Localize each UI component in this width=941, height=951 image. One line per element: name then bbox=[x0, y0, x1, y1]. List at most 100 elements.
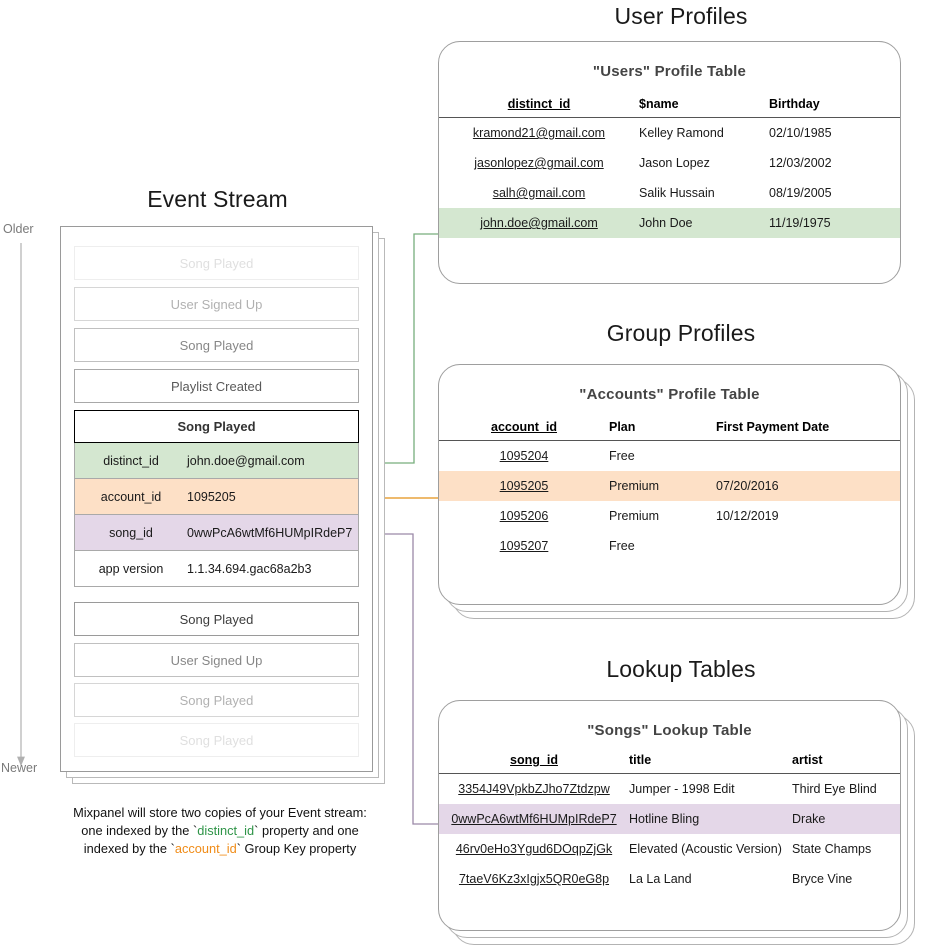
event-property-song-id[interactable]: song_id 0wwPcA6wtMf6HUMpIRdeP7 bbox=[74, 515, 359, 551]
event-property-value: john.doe@gmail.com bbox=[187, 453, 305, 468]
event-item[interactable]: User Signed Up bbox=[74, 287, 359, 321]
event-item[interactable]: User Signed Up bbox=[74, 643, 359, 677]
cell-birthday: 12/03/2002 bbox=[769, 156, 832, 170]
cell-title: Hotline Bling bbox=[629, 804, 792, 834]
event-item[interactable]: Song Played bbox=[74, 246, 359, 280]
event-item[interactable]: Song Played bbox=[74, 602, 359, 636]
cell-song-id: 3354J49VpkbZJho7Ztdzpw bbox=[458, 782, 610, 796]
cell-birthday: 11/19/1975 bbox=[769, 208, 900, 238]
cell-plan: Premium bbox=[609, 471, 716, 501]
cell-distinct-id: salh@gmail.com bbox=[492, 186, 586, 200]
table-row[interactable]: 7taeV6Kz3xIgjx5QR0eG8p La La Land Bryce … bbox=[439, 864, 900, 894]
column-header-plan: Plan bbox=[609, 420, 716, 441]
event-stream-panel: Song Played User Signed Up Song Played P… bbox=[60, 226, 385, 784]
cell-birthday: 08/19/2005 bbox=[769, 186, 832, 200]
cell-name: Kelley Ramond bbox=[639, 126, 724, 140]
accounts-table-title: "Accounts" Profile Table bbox=[579, 386, 760, 403]
caption-line-3: indexed by the `account_id` Group Key pr… bbox=[30, 840, 410, 858]
axis-label-newer: Newer bbox=[1, 761, 38, 775]
table-row[interactable]: 3354J49VpkbZJho7Ztdzpw Jumper - 1998 Edi… bbox=[439, 774, 900, 805]
axis-label-older: Older bbox=[3, 222, 34, 236]
cell-artist: Bryce Vine bbox=[792, 872, 853, 886]
event-item[interactable]: Song Played bbox=[74, 723, 359, 757]
cell-artist: Third Eye Blind bbox=[792, 782, 877, 796]
table-row-highlighted[interactable]: 1095205 Premium 07/20/2016 bbox=[439, 471, 900, 501]
cell-first-payment-date: 07/20/2016 bbox=[716, 471, 900, 501]
cell-name: Jason Lopez bbox=[639, 156, 710, 170]
cell-account-id: 1095206 bbox=[499, 509, 549, 523]
table-row[interactable]: 46rv0eHo3Ygud6DOqpZjGk Elevated (Acousti… bbox=[439, 834, 900, 864]
table-row-highlighted[interactable]: 0wwPcA6wtMf6HUMpIRdeP7 Hotline Bling Dra… bbox=[439, 804, 900, 834]
cell-song-id: 46rv0eHo3Ygud6DOqpZjGk bbox=[455, 842, 613, 856]
songs-lookup-panel: "Songs" Lookup Table song_id title artis… bbox=[438, 700, 921, 946]
caption-text: indexed by the ` bbox=[83, 841, 175, 857]
event-item[interactable]: Song Played bbox=[74, 328, 359, 362]
caption-account-id-key: account_id bbox=[174, 841, 237, 857]
column-header-distinct-id: distinct_id bbox=[439, 97, 639, 118]
cell-distinct-id: kramond21@gmail.com bbox=[472, 126, 606, 140]
users-profile-panel: "Users" Profile Table distinct_id $name … bbox=[438, 41, 911, 284]
event-property-key: account_id bbox=[100, 489, 162, 504]
column-header-song-id: song_id bbox=[439, 753, 629, 774]
caption-text: ` property and one bbox=[254, 823, 359, 839]
event-property-key: song_id bbox=[109, 525, 153, 540]
event-property-key: app version bbox=[98, 561, 164, 576]
cell-name: Salik Hussain bbox=[639, 186, 715, 200]
cell-birthday: 02/10/1985 bbox=[769, 126, 832, 140]
users-table-title: "Users" Profile Table bbox=[592, 63, 747, 80]
cell-artist: State Champs bbox=[792, 842, 872, 856]
event-item[interactable]: Playlist Created bbox=[74, 369, 359, 403]
column-header-first-payment-date: First Payment Date bbox=[716, 420, 900, 441]
cell-song-id: 0wwPcA6wtMf6HUMpIRdeP7 bbox=[439, 804, 629, 834]
cell-account-id: 1095204 bbox=[499, 449, 549, 463]
user-profiles-title: User Profiles bbox=[614, 3, 748, 29]
table-header-row: account_id Plan First Payment Date bbox=[439, 420, 900, 441]
cell-artist: Drake bbox=[792, 804, 900, 834]
event-property-distinct-id[interactable]: distinct_id john.doe@gmail.com bbox=[74, 443, 359, 479]
column-header-account-id: account_id bbox=[439, 420, 609, 441]
cell-plan: Premium bbox=[609, 509, 660, 523]
caption-text: one indexed by the ` bbox=[81, 823, 198, 839]
event-stream-caption: Mixpanel will store two copies of your E… bbox=[30, 804, 410, 858]
cell-distinct-id: john.doe@gmail.com bbox=[439, 208, 639, 238]
selected-event-header[interactable]: Song Played bbox=[74, 410, 359, 443]
group-profiles-title: Group Profiles bbox=[606, 320, 756, 346]
table-row-highlighted[interactable]: john.doe@gmail.com John Doe 11/19/1975 bbox=[439, 208, 900, 238]
accounts-table: account_id Plan First Payment Date 10952… bbox=[439, 420, 900, 561]
songs-lookup-card: "Songs" Lookup Table song_id title artis… bbox=[438, 700, 901, 931]
caption-text: ` Group Key property bbox=[236, 841, 357, 857]
cell-plan: Free bbox=[609, 539, 635, 553]
event-property-value: 1095205 bbox=[187, 489, 236, 504]
songs-table-title: "Songs" Lookup Table bbox=[587, 722, 752, 739]
cell-plan: Free bbox=[609, 449, 635, 463]
table-row[interactable]: 1095207 Free bbox=[439, 531, 900, 561]
column-header-birthday: Birthday bbox=[769, 97, 900, 118]
event-item[interactable]: Song Played bbox=[74, 683, 359, 717]
column-header-artist: artist bbox=[792, 753, 900, 774]
table-row[interactable]: kramond21@gmail.com Kelley Ramond 02/10/… bbox=[439, 118, 900, 149]
column-header-name: $name bbox=[639, 97, 769, 118]
cell-first-payment-date: 10/12/2019 bbox=[716, 509, 779, 523]
accounts-profile-panel: "Accounts" Profile Table account_id Plan… bbox=[438, 364, 921, 620]
cell-first-payment-date bbox=[716, 441, 900, 472]
cell-song-id: 7taeV6Kz3xIgjx5QR0eG8p bbox=[458, 872, 610, 886]
table-row[interactable]: jasonlopez@gmail.com Jason Lopez 12/03/2… bbox=[439, 148, 900, 178]
event-property-value: 1.1.34.694.gac68a2b3 bbox=[187, 561, 312, 576]
table-row[interactable]: salh@gmail.com Salik Hussain 08/19/2005 bbox=[439, 178, 900, 208]
table-row[interactable]: 1095206 Premium 10/12/2019 bbox=[439, 501, 900, 531]
lookup-tables-title: Lookup Tables bbox=[606, 656, 756, 682]
users-table: distinct_id $name Birthday kramond21@gma… bbox=[439, 97, 900, 238]
cell-account-id: 1095207 bbox=[499, 539, 549, 553]
users-profile-card: "Users" Profile Table distinct_id $name … bbox=[438, 41, 901, 284]
caption-line-2: one indexed by the `distinct_id` propert… bbox=[30, 822, 410, 840]
event-property-account-id[interactable]: account_id 1095205 bbox=[74, 479, 359, 515]
cell-title: Jumper - 1998 Edit bbox=[629, 782, 735, 796]
table-row[interactable]: 1095204 Free bbox=[439, 441, 900, 472]
cell-name: John Doe bbox=[639, 208, 769, 238]
event-property-value: 0wwPcA6wtMf6HUMpIRdeP7 bbox=[187, 525, 353, 540]
accounts-profile-card: "Accounts" Profile Table account_id Plan… bbox=[438, 364, 901, 605]
event-property-key: distinct_id bbox=[103, 453, 159, 468]
cell-title: La La Land bbox=[629, 872, 692, 886]
cell-distinct-id: jasonlopez@gmail.com bbox=[474, 156, 604, 170]
event-property-app-version[interactable]: app version 1.1.34.694.gac68a2b3 bbox=[74, 551, 359, 587]
